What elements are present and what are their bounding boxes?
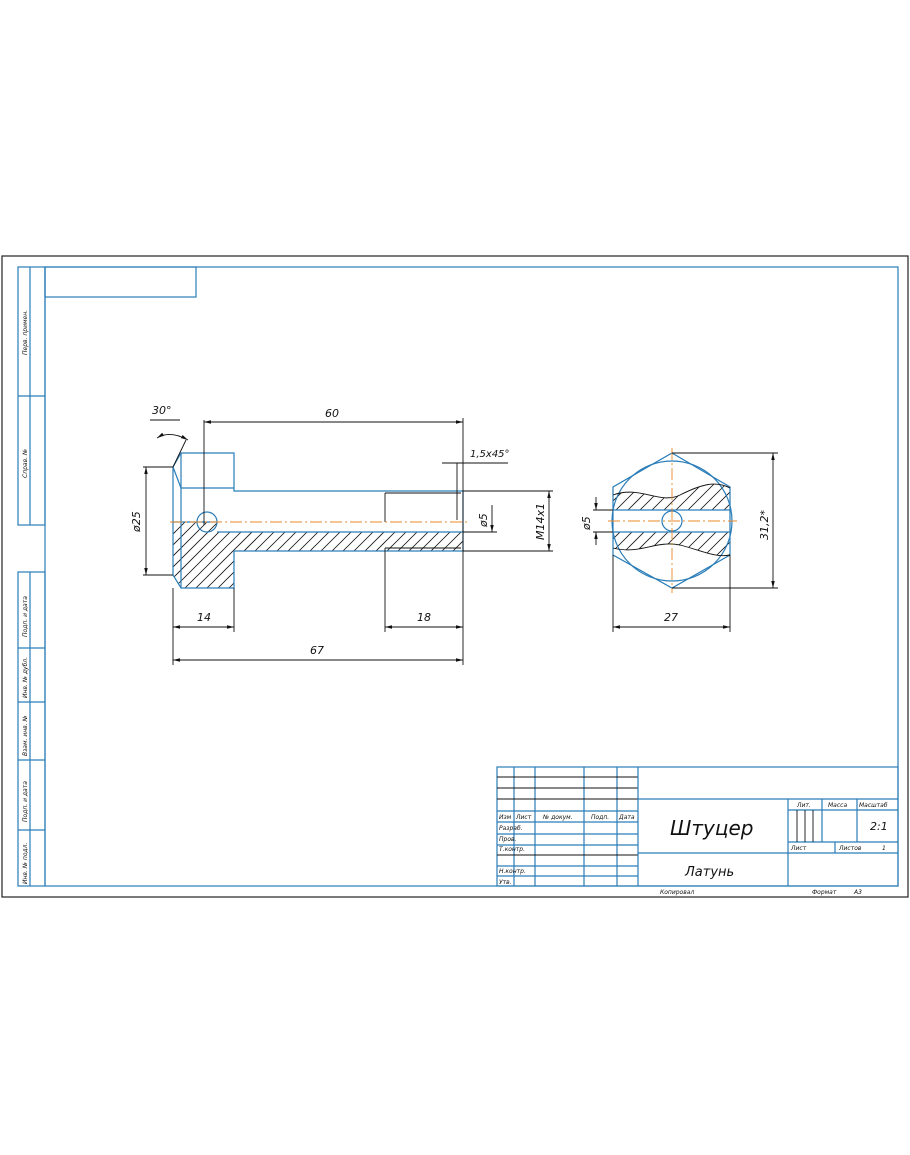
row-label: Т.контр. — [499, 846, 525, 853]
sheet-label: Лист — [790, 845, 807, 852]
hatch-line — [613, 484, 647, 510]
hatch-line — [270, 522, 347, 588]
hatch-line — [369, 522, 446, 588]
side-strip-top — [17, 266, 46, 526]
hatch-line — [336, 522, 413, 588]
scale-label: Масштаб — [859, 802, 888, 809]
outer-border — [1, 255, 909, 898]
strip-label: Подп. и дата — [22, 596, 29, 637]
hatch-line — [215, 522, 292, 588]
strip-label: Справ. № — [22, 449, 29, 478]
hatch-line — [639, 532, 671, 556]
dim-dia-5-side: ø5 — [477, 513, 490, 528]
dim-67: 67 — [310, 644, 324, 657]
hatch-line — [248, 522, 325, 588]
dim-chamfer: 1,5x45° — [470, 449, 510, 460]
scale-value: 2:1 — [870, 820, 888, 833]
hatch-line — [226, 522, 303, 588]
hatch-line — [709, 484, 730, 510]
hatch-line — [173, 522, 226, 588]
hatch-line — [182, 522, 259, 588]
strip-label: Перв. примен. — [22, 310, 29, 355]
strip-label: Подп. и дата — [22, 781, 29, 822]
format-label: Формат — [812, 889, 837, 896]
hatch-line — [457, 522, 463, 588]
dim-27: 27 — [664, 611, 678, 624]
title-block: Изм Лист № докум. Подп. Дата Разраб. Про… — [496, 766, 899, 896]
mass-label: Масса — [828, 802, 847, 809]
hatch-line — [734, 480, 766, 512]
side-strip-bottom — [17, 571, 46, 887]
dim-angle: 30° — [152, 404, 172, 417]
hatch-line — [613, 532, 635, 556]
hatch-line — [615, 532, 647, 556]
hatch-line — [627, 532, 659, 556]
hatch-line — [281, 522, 358, 588]
col-header: Дата — [618, 814, 635, 821]
dim-hex-corner: 31,2* — [758, 510, 771, 540]
hatch-line — [193, 522, 270, 588]
copied-label: Копировал — [660, 889, 694, 896]
hatch-line — [237, 522, 314, 588]
hatch-line — [358, 522, 435, 588]
hatch-line — [687, 532, 719, 556]
hatch-line — [435, 522, 463, 588]
format-value: А3 — [853, 889, 862, 896]
strip-label: Инв. № дубл. — [22, 657, 29, 698]
hatch-line — [173, 522, 182, 588]
hatch-line — [580, 530, 610, 560]
dim-14: 14 — [197, 611, 211, 624]
hatch-line — [721, 484, 730, 510]
lit-label: Лит. — [796, 802, 811, 809]
hatch-line — [613, 532, 623, 556]
sheets-label: Листов — [838, 845, 862, 852]
col-header: № докум. — [542, 814, 573, 821]
hatch-line — [347, 522, 424, 588]
row-label: Пров. — [499, 836, 517, 843]
col-header: Лист — [515, 814, 532, 821]
part-name: Штуцер — [670, 816, 754, 840]
dim-18: 18 — [417, 611, 431, 624]
row-label: Разраб. — [499, 825, 523, 832]
row-label: Н.контр. — [499, 868, 526, 875]
hatch-line — [173, 522, 248, 588]
row-label: Утв. — [499, 879, 512, 886]
dim-dia-25: ø25 — [130, 511, 143, 533]
hatch-line — [578, 480, 610, 512]
front-view: ø5 31,2* 27 — [578, 448, 778, 632]
side-view: 60 30° 1,5x45° ø25 ø5 M14x1 14 18 67 — [130, 404, 553, 665]
hatch-line — [259, 522, 336, 588]
inner-frame — [44, 266, 899, 887]
hatch-line — [173, 522, 193, 588]
sheets-value: 1 — [882, 845, 886, 852]
dim-dia-5-front: ø5 — [580, 516, 593, 531]
col-header: Подп. — [591, 814, 609, 821]
hatch-line — [173, 522, 204, 588]
hatch-line — [402, 522, 463, 588]
strip-label: Инв. № подл. — [22, 843, 29, 884]
side-strip-labels: Перв. примен. Справ. № Подп. и дата Инв.… — [22, 310, 29, 884]
hatch-line — [303, 522, 380, 588]
hatch-line — [685, 484, 719, 510]
strip-label: Взам. инв. № — [22, 715, 29, 756]
hatch-line — [380, 522, 457, 588]
material: Латунь — [684, 865, 734, 880]
hatch-line — [292, 522, 369, 588]
hatch-line — [391, 522, 463, 588]
col-header: Изм — [499, 814, 512, 821]
top-left-box — [44, 266, 197, 298]
hatch-line — [325, 522, 402, 588]
dim-60: 60 — [325, 407, 339, 420]
hatch-line — [173, 522, 215, 588]
hatch-line — [314, 522, 391, 588]
dim-thread: M14x1 — [534, 503, 547, 540]
